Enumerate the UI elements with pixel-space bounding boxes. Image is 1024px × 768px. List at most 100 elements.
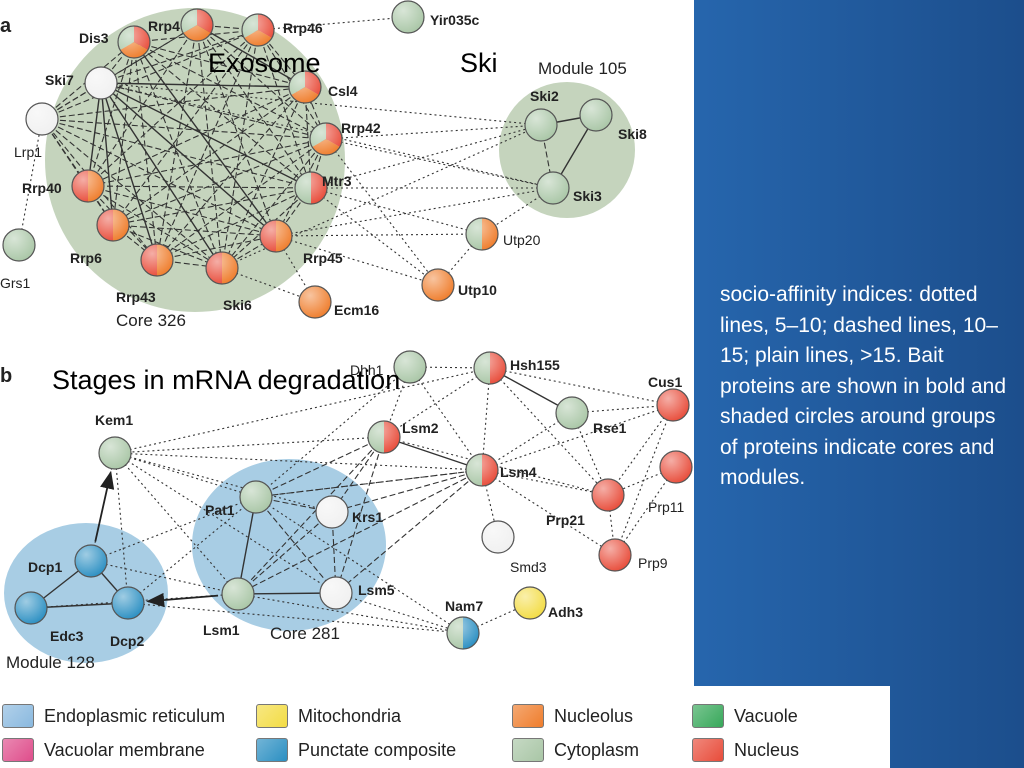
node-label-kem1: Kem1 (95, 412, 133, 428)
edge-dis3-mtr3 (133, 41, 312, 189)
node-rrp43 (140, 243, 174, 277)
edge-rrp4-ski6 (196, 24, 223, 269)
edge-rrp4-rrp45 (196, 24, 277, 237)
edge-lrp1-rrp46 (41, 29, 259, 120)
edge-rrp42-rrp6 (112, 138, 327, 226)
node-ski3 (536, 171, 570, 205)
legend-label: Vacuole (734, 705, 798, 726)
edge-mtr3-rrp6 (112, 187, 312, 226)
node-label-rrp45: Rrp45 (303, 250, 343, 266)
node-kem1 (98, 436, 132, 470)
node-rse1 (555, 396, 589, 430)
node-rrp4 (180, 8, 214, 42)
edge-dhh1-lsm4 (409, 366, 483, 471)
edge-dis3-rrp43 (133, 41, 158, 261)
edge-lsm4-pat1 (255, 469, 483, 498)
edge-dis3-rrp40 (87, 41, 135, 187)
edge-dis3-csl4 (133, 41, 306, 88)
group-label-module128: Module 128 (6, 653, 95, 672)
node-label-krs1: Krs1 (352, 509, 383, 525)
legend-item-mitochondria: Mitochondria (256, 704, 401, 728)
edge-lrp1-rrp42 (41, 118, 327, 140)
node-label-yir035c: Yir035c (430, 12, 480, 28)
edge-rrp4-mtr3 (196, 24, 312, 189)
edge-grs1-lrp1 (18, 118, 43, 246)
edge-lrp1-rrp6 (41, 118, 114, 226)
legend-item-vacuolar-membrane: Vacuolar membrane (2, 738, 205, 762)
node-dis3 (117, 25, 151, 59)
node-grs1 (2, 228, 36, 262)
legend-swatch (2, 738, 34, 762)
node-label-lsm4: Lsm4 (500, 464, 537, 480)
edge-mtr3-utp20 (310, 187, 483, 235)
node-utp20 (465, 217, 499, 251)
node-label-ski7: Ski7 (45, 72, 74, 88)
edge-ski7-mtr3 (100, 82, 312, 189)
edge-lsm2-pat1 (255, 436, 385, 498)
node-label-lsm5: Lsm5 (358, 582, 395, 598)
edge-hsh155-lsm4 (481, 367, 491, 471)
edge-csl4-rrp6 (112, 86, 306, 226)
edge-mtr3-rrp40 (87, 185, 312, 189)
edge-hsh155-prp21 (489, 367, 609, 496)
node-label-dcp1: Dcp1 (28, 559, 62, 575)
node-label-adh3: Adh3 (548, 604, 583, 620)
edge-rrp42-ski3 (325, 138, 554, 189)
node-lsm1 (221, 577, 255, 611)
node-label-rse1: Rse1 (593, 420, 627, 436)
edge-rrp45-ski3 (275, 187, 554, 237)
edge-rrp4-rrp40 (87, 24, 198, 187)
node-rrp40 (71, 169, 105, 203)
edge-lsm4-prp21 (481, 469, 609, 496)
edge-rrp6-rrp45 (112, 224, 277, 237)
legend-label: Nucleolus (554, 705, 634, 726)
node-label-ski2: Ski2 (530, 88, 559, 104)
edge-lsm1-nam7 (237, 593, 464, 634)
edge-cus1-prp9 (614, 404, 674, 556)
legend-swatch (512, 738, 544, 762)
edge-ski7-rrp6 (100, 82, 114, 226)
node-label-csl4: Csl4 (328, 83, 358, 99)
node-label-rrp6: Rrp6 (70, 250, 102, 266)
edge-ski7-rrp45 (100, 82, 277, 237)
edge-rrp46-mtr3 (257, 29, 312, 189)
edge-kem1-dcp2 (114, 452, 129, 604)
edge-ski7-ski2 (100, 82, 542, 126)
node-rrp46 (241, 13, 275, 47)
node-csl4 (288, 70, 322, 104)
edge-rrp46-rrp43 (156, 29, 259, 261)
node-lsm5 (319, 576, 353, 610)
edge-dis3-ski6 (133, 41, 223, 269)
edge-lsm2-kem1 (114, 436, 385, 454)
node-edc3 (14, 591, 48, 625)
edge-cus1-lsm4 (481, 404, 674, 471)
edge-lsm4-krs1 (331, 469, 483, 513)
node-label-rrp42: Rrp42 (341, 120, 381, 136)
node-label-rrp43: Rrp43 (116, 289, 156, 305)
exosome-label: Exosome (208, 48, 321, 78)
legend-label: Punctate composite (298, 739, 457, 760)
group-label-core326: Core 326 (116, 311, 186, 330)
node-adh3 (513, 586, 547, 620)
legend-label: Endoplasmic reticulum (44, 705, 226, 726)
edge-dis3-rrp45 (133, 41, 277, 237)
node-lsm2 (367, 420, 401, 454)
edge-hsh155-cus1 (489, 367, 674, 406)
node-label-utp10: Utp10 (458, 282, 497, 298)
legend-label: Nucleus (734, 739, 800, 760)
node-dcp2 (111, 586, 145, 620)
edge-csl4-rrp40 (87, 86, 306, 187)
edge-kem1-lsm5 (114, 452, 337, 594)
node-label-mtr3: Mtr3 (322, 173, 352, 189)
node-rrp45 (259, 219, 293, 253)
node-krs1 (315, 495, 349, 529)
node-label-lrp1: Lrp1 (14, 144, 42, 160)
node-label-rrp40: Rrp40 (22, 180, 62, 196)
edge-ski7-csl4 (100, 82, 306, 88)
node-label-ski6: Ski6 (223, 297, 252, 313)
node-yir035c (391, 0, 425, 34)
node-ecm16 (298, 285, 332, 319)
node-label-nam7: Nam7 (445, 598, 483, 614)
edge-lrp1-csl4 (41, 86, 306, 120)
edge-rrp6-ski6 (112, 224, 223, 269)
